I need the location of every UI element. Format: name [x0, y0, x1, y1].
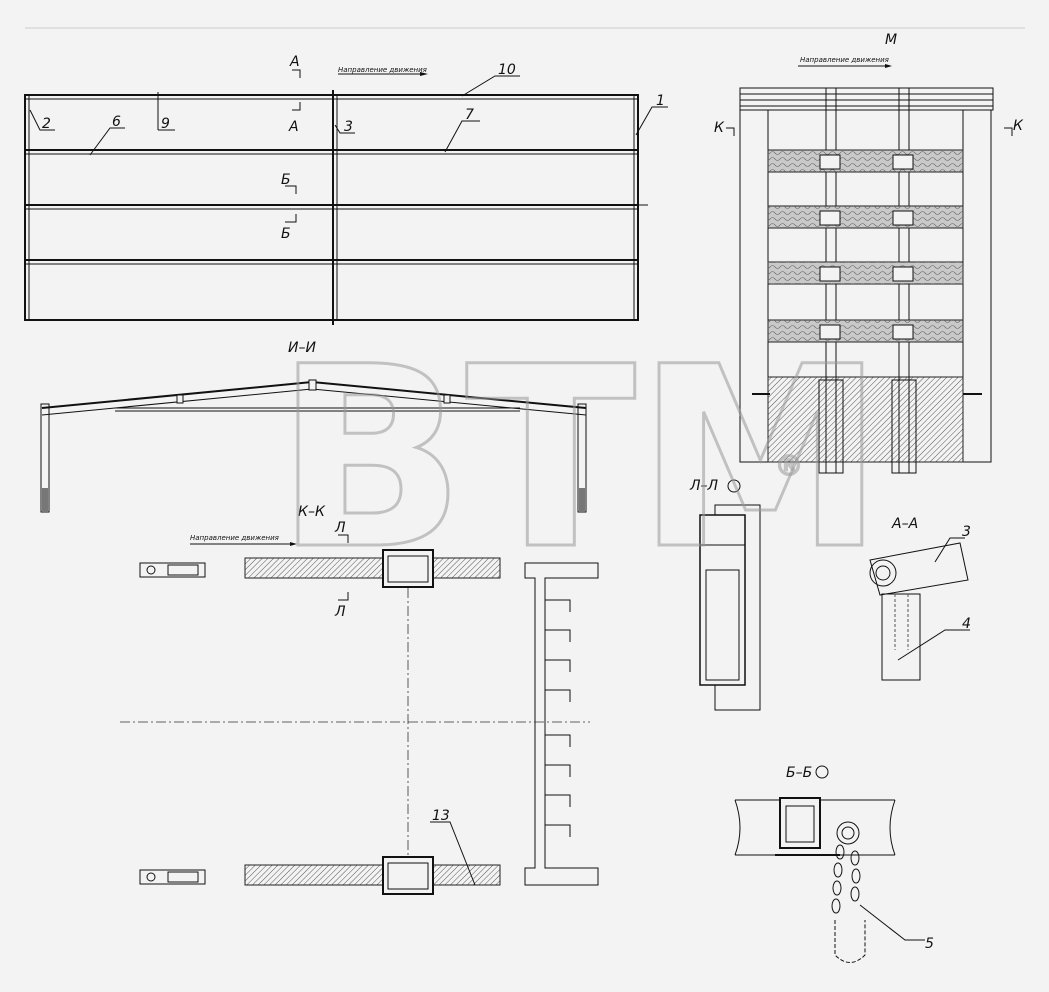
- view-m-boards: [767, 149, 964, 343]
- callout-5: 5: [925, 936, 934, 952]
- view-kk-title: К–К: [298, 504, 326, 520]
- plan-frame: [24, 94, 639, 321]
- scale-circle-ll: [727, 479, 741, 493]
- plan-view: [24, 69, 668, 325]
- chain: [831, 844, 861, 914]
- callout-3-plan: 3: [344, 119, 353, 135]
- callout-10: 10: [498, 62, 516, 78]
- btm-watermark: BTM ®: [274, 312, 887, 606]
- view-m-left-post: [739, 109, 769, 463]
- section-mark-l-bottom: Л: [334, 604, 346, 620]
- watermark-registered-icon: ®: [775, 449, 803, 482]
- view-ii: [40, 379, 587, 513]
- view-ii-title: И–И: [288, 340, 316, 356]
- view-bb: [734, 797, 925, 963]
- watermark-text: BTM: [275, 313, 885, 604]
- callout-6: 6: [112, 114, 121, 130]
- section-mark-b-top: Б: [281, 172, 291, 188]
- view-bb-title: Б–Б: [786, 765, 812, 781]
- view-m: [726, 64, 1013, 474]
- view-m-title: М: [885, 32, 897, 48]
- section-mark-a-bottom: А: [288, 119, 299, 135]
- view-aa-title: А–А: [891, 516, 918, 532]
- callout-3-aa: 3: [962, 524, 971, 540]
- callout-4: 4: [962, 616, 971, 632]
- callout-7: 7: [465, 107, 474, 123]
- section-mark-k-left: К: [714, 120, 725, 136]
- view-ll: [699, 504, 761, 711]
- section-mark-b-bottom: Б: [281, 226, 291, 242]
- section-mark-l-top: Л: [334, 520, 346, 536]
- callout-1: 1: [656, 93, 665, 109]
- callout-13: 13: [432, 808, 450, 824]
- section-mark-a-top: А: [289, 54, 300, 70]
- view-ll-title: Л–Л: [689, 478, 719, 494]
- view-m-right-post: [962, 109, 992, 463]
- direction-label-plan: Направление движения: [338, 66, 427, 74]
- callout-2: 2: [42, 116, 51, 132]
- section-mark-k-right: К: [1013, 118, 1024, 134]
- direction-label-kk: Направление движения: [190, 534, 279, 542]
- direction-label-m: Направление движения: [800, 56, 889, 64]
- view-aa: [869, 537, 970, 681]
- scale-circle-bb: [815, 765, 829, 779]
- callout-9: 9: [161, 116, 170, 132]
- kk-ribs: [545, 599, 571, 837]
- view-kk: [120, 534, 599, 895]
